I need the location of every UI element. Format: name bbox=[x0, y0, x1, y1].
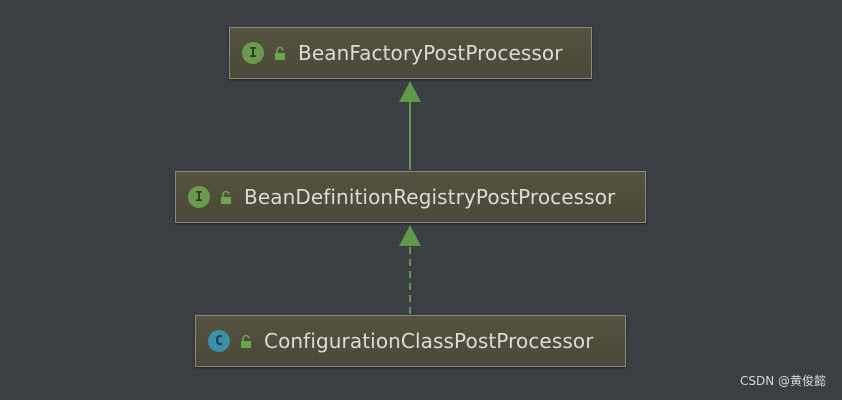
interface-icon: I bbox=[188, 186, 210, 208]
public-access-icon bbox=[273, 46, 287, 61]
public-access-icon bbox=[219, 190, 233, 205]
watermark: CSDN @黄俊懿 bbox=[739, 374, 826, 388]
edge-extends-arrowhead bbox=[399, 81, 421, 102]
node-bean-factory-post-processor[interactable]: I BeanFactoryPostProcessor bbox=[229, 27, 592, 79]
class-icon: C bbox=[208, 330, 230, 352]
node-label: BeanFactoryPostProcessor bbox=[298, 41, 563, 65]
node-label: ConfigurationClassPostProcessor bbox=[264, 329, 594, 353]
edge-implements-arrowhead bbox=[399, 225, 421, 246]
interface-icon: I bbox=[242, 42, 264, 64]
node-label: BeanDefinitionRegistryPostProcessor bbox=[244, 185, 616, 209]
node-configuration-class-post-processor[interactable]: C ConfigurationClassPostProcessor bbox=[195, 315, 626, 367]
node-bean-definition-registry-post-processor[interactable]: I BeanDefinitionRegistryPostProcessor bbox=[175, 171, 646, 223]
public-access-icon bbox=[239, 334, 253, 349]
